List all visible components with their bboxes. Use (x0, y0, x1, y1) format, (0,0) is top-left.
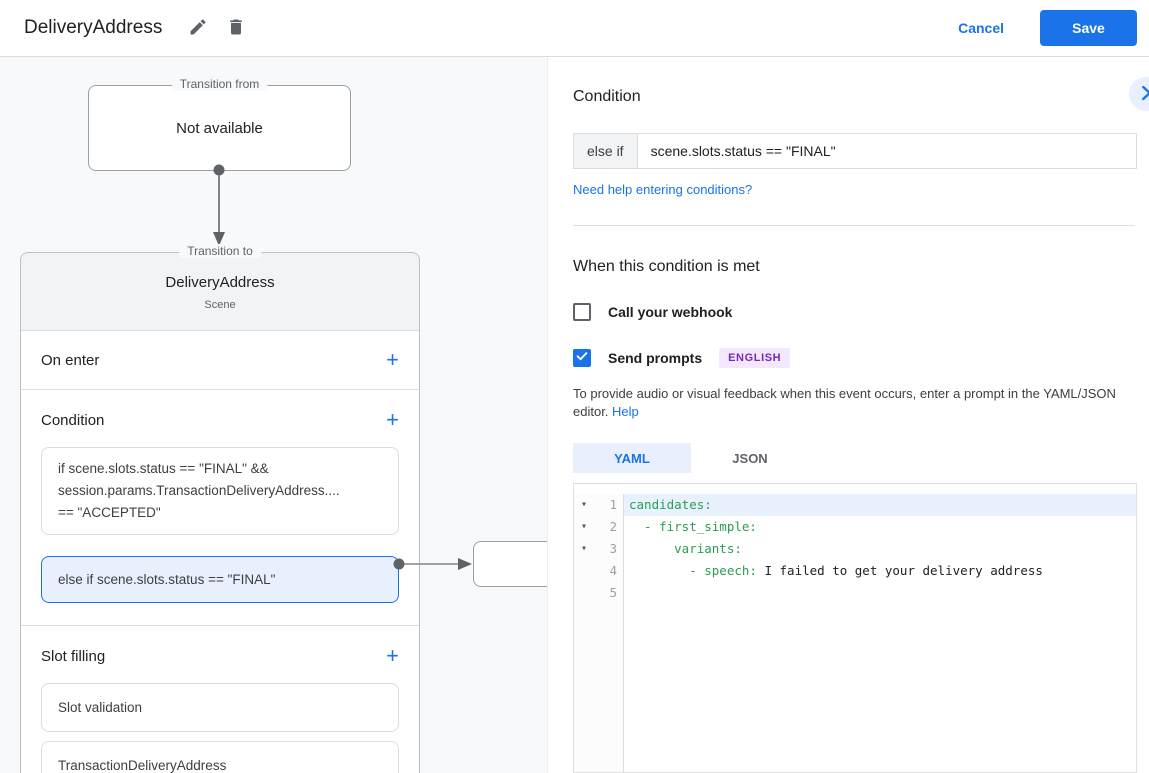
condition-line: session.params.TransactionDeliveryAddres… (58, 483, 340, 498)
fold-toggle[interactable] (574, 582, 594, 604)
check-icon (575, 349, 589, 368)
line-number: 1 (609, 497, 617, 512)
scene-name: DeliveryAddress (165, 274, 275, 291)
collapse-panel-button[interactable] (1129, 77, 1149, 111)
line-number: 2 (609, 519, 617, 534)
trash-icon (226, 17, 246, 40)
yaml-key: variants: (629, 541, 742, 556)
scene-card-header: DeliveryAddress Scene (21, 253, 419, 331)
condition-line: if scene.slots.status == "FINAL" && (58, 461, 269, 476)
add-on-enter-button[interactable]: + (386, 347, 399, 372)
slot-item[interactable]: Slot validation (41, 683, 399, 732)
fold-toggle[interactable]: ▾ (580, 543, 588, 554)
add-slot-button[interactable]: + (386, 643, 399, 668)
code-line (624, 582, 1136, 604)
yaml-key: - first_simple: (629, 519, 757, 534)
on-enter-label: On enter (41, 351, 100, 369)
send-prompts-checkbox-row[interactable]: Send prompts ENGLISH (573, 348, 791, 368)
slot-filling-section: Slot filling + Slot validation Transacti… (21, 626, 419, 773)
transition-target-box[interactable] (473, 541, 547, 587)
delete-scene-button[interactable] (226, 17, 246, 40)
add-condition-button[interactable]: + (386, 407, 399, 432)
fold-toggle[interactable]: ▾ (580, 521, 588, 532)
transition-to-legend: Transition to (179, 244, 261, 258)
condition-line: else if scene.slots.status == "FINAL" (58, 571, 276, 587)
editor-gutter: ▾ 1 ▾ 2 ▾ 3 4 5 (574, 494, 624, 772)
panel-title: Condition (573, 88, 641, 105)
language-badge: ENGLISH (719, 348, 791, 368)
scene-type-label: Scene (204, 299, 236, 311)
editor-format-tabs: YAML JSON (573, 443, 1137, 473)
line-number: 5 (609, 585, 617, 600)
slot-item-label: Slot validation (58, 700, 143, 715)
top-bar: DeliveryAddress Cancel Save (0, 0, 1149, 57)
code-area[interactable]: candidates: - first_simple: variants: - … (624, 494, 1136, 772)
when-condition-heading: When this condition is met (573, 258, 760, 275)
condition-prefix: else if (573, 133, 637, 169)
fold-toggle[interactable] (574, 560, 594, 582)
yaml-value: I failed to get your delivery address (756, 563, 1043, 578)
send-prompts-checkbox[interactable] (573, 349, 591, 367)
slot-filling-label: Slot filling (41, 647, 106, 665)
condition-editor-panel: Condition else if Need help entering con… (547, 57, 1149, 773)
on-enter-section: On enter + (21, 331, 419, 390)
prompt-description-text: To provide audio or visual feedback when… (573, 386, 1116, 419)
fold-toggle[interactable]: ▾ (580, 499, 588, 510)
condition-section-label: Condition (41, 411, 105, 429)
help-link[interactable]: Help (612, 404, 639, 419)
condition-line: == "ACCEPTED" (58, 505, 161, 520)
line-number: 4 (609, 563, 617, 578)
condition-section: Condition + if scene.slots.status == "FI… (21, 390, 419, 626)
save-button[interactable]: Save (1040, 10, 1137, 46)
scene-diagram-canvas: Transition from Not available Transition… (0, 57, 547, 773)
slot-item[interactable]: TransactionDeliveryAddress (41, 741, 399, 773)
scene-card: Transition to DeliveryAddress Scene On e… (20, 244, 420, 773)
prompt-description: To provide audio or visual feedback when… (573, 385, 1135, 421)
condition-help-link[interactable]: Need help entering conditions? (573, 182, 753, 197)
yaml-key: - speech: (629, 563, 757, 578)
edit-title-button[interactable] (188, 17, 208, 40)
code-line: variants: (624, 538, 1136, 560)
section-divider (573, 225, 1135, 226)
code-line: candidates: (624, 494, 1136, 516)
condition-expression-input[interactable] (636, 133, 1137, 169)
code-line: - first_simple: (624, 516, 1136, 538)
webhook-checkbox[interactable] (573, 303, 591, 321)
tab-json[interactable]: JSON (691, 443, 809, 473)
code-line: - speech: I failed to get your delivery … (624, 560, 1136, 582)
cancel-button[interactable]: Cancel (958, 20, 1004, 36)
chevron-right-icon (1135, 82, 1149, 107)
yaml-code-editor[interactable]: ▾ 1 ▾ 2 ▾ 3 4 5 candidates: - first_simple:… (573, 483, 1137, 773)
slot-item-label: TransactionDeliveryAddress (58, 758, 227, 773)
condition-item[interactable]: if scene.slots.status == "FINAL" && sess… (41, 447, 399, 535)
tab-yaml[interactable]: YAML (573, 443, 691, 473)
webhook-checkbox-row[interactable]: Call your webhook (573, 303, 732, 321)
transition-from-content: Not available (176, 119, 263, 137)
line-number: 3 (609, 541, 617, 556)
condition-transition-arrow (393, 558, 472, 570)
transition-arrow-down (213, 164, 225, 246)
page-title: DeliveryAddress (24, 17, 163, 38)
send-prompts-label[interactable]: Send prompts (608, 350, 703, 366)
condition-expression-row: else if (573, 133, 1137, 169)
transition-from-legend: Transition from (171, 77, 268, 91)
condition-item-selected[interactable]: else if scene.slots.status == "FINAL" (41, 556, 399, 603)
transition-from-box: Transition from Not available (88, 77, 351, 171)
webhook-label[interactable]: Call your webhook (608, 304, 733, 320)
pencil-icon (188, 17, 208, 40)
yaml-key: candidates: (629, 497, 712, 512)
